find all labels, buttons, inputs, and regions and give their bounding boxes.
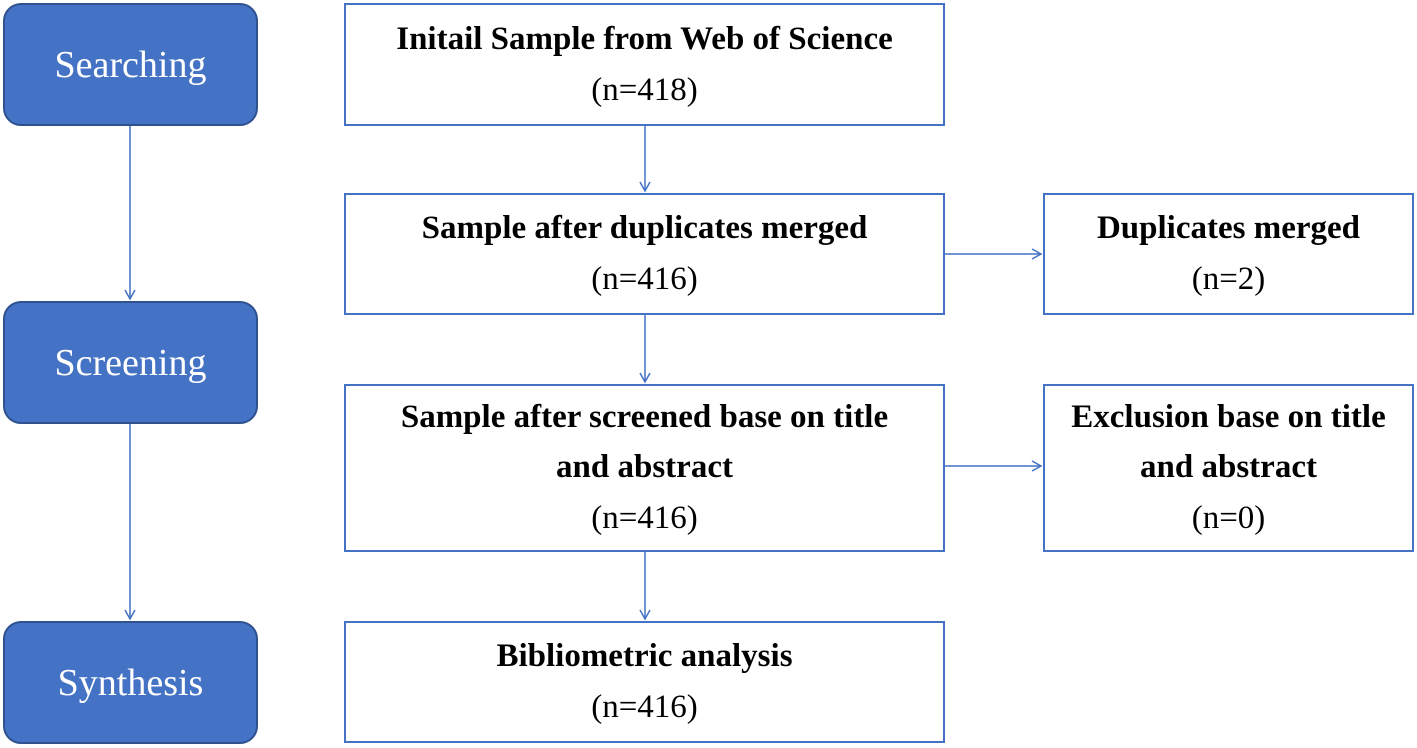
box-count: (n=416) [591, 689, 698, 725]
box-title-line-2: and abstract [556, 449, 733, 485]
box-title-line-1: Sample after screened base on title [400, 399, 889, 435]
box-count: (n=2) [1191, 261, 1266, 297]
box-title: Duplicates merged [1096, 210, 1361, 246]
stage-label: Searching [54, 43, 207, 86]
box-title: Initail Sample from Web of Science [396, 20, 893, 57]
box-after-duplicates: Sample after duplicates merged (n=416) [344, 193, 945, 315]
box-exclusion: Exclusion base on title and abstract (n=… [1043, 384, 1414, 552]
box-count: (n=416) [591, 500, 698, 536]
box-after-screening: Sample after screened base on title and … [344, 384, 945, 552]
stage-synthesis: Synthesis [3, 621, 258, 744]
box-bibliometric-analysis: Bibliometric analysis (n=416) [344, 621, 945, 743]
box-count: (n=418) [591, 71, 698, 108]
box-count: (n=416) [591, 261, 698, 297]
box-initial-sample: Initail Sample from Web of Science (n=41… [344, 3, 945, 126]
box-title-line-1: Exclusion base on title [1071, 399, 1386, 435]
stage-label: Screening [54, 341, 207, 384]
box-duplicates-merged: Duplicates merged (n=2) [1043, 193, 1414, 315]
stage-screening: Screening [3, 301, 258, 424]
stage-searching: Searching [3, 3, 258, 126]
stage-label: Synthesis [57, 661, 204, 704]
box-title-line-2: and abstract [1140, 449, 1317, 485]
box-count: (n=0) [1191, 500, 1266, 536]
box-title: Bibliometric analysis [496, 638, 793, 674]
box-title: Sample after duplicates merged [421, 210, 868, 246]
